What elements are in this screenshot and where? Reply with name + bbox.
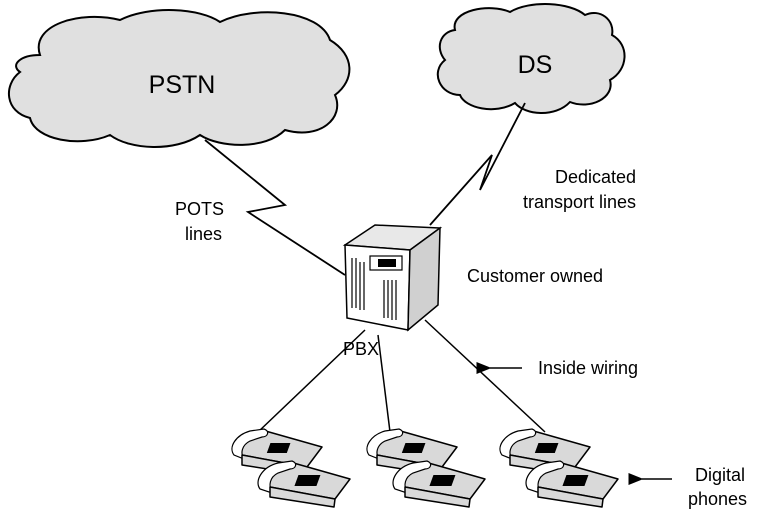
pstn-label: PSTN [149, 71, 216, 99]
pstn-cloud [7, 9, 351, 148]
telephone-icon [257, 460, 351, 508]
pbx-label: PBX [343, 339, 379, 359]
customer-owned-label: Customer owned [467, 266, 603, 286]
pots-label-line1: POTS [175, 199, 224, 219]
pbx-cabinet [342, 224, 443, 332]
digital-phones-label-line1: Digital [695, 465, 745, 485]
pots-lightning-line [204, 139, 346, 276]
wire-phone-2 [377, 334, 391, 433]
telephone-icon [392, 460, 486, 508]
dedicated-label-line2: transport lines [523, 192, 636, 212]
digital-phones-label-line2: phones [688, 489, 747, 509]
pots-label-line2: lines [185, 224, 222, 244]
phone-group-3 [499, 428, 619, 508]
wire-phone-1 [257, 329, 366, 433]
telephone-icon [525, 460, 619, 508]
phone-group-1 [231, 428, 351, 508]
inside-wiring-label: Inside wiring [538, 358, 638, 378]
ds-label: DS [518, 51, 553, 79]
dedicated-label-line1: Dedicated [555, 167, 636, 187]
dedicated-lightning-line [429, 102, 526, 226]
ds-cloud [436, 3, 626, 114]
phone-group-2 [366, 428, 486, 508]
wire-phone-3 [424, 319, 546, 433]
